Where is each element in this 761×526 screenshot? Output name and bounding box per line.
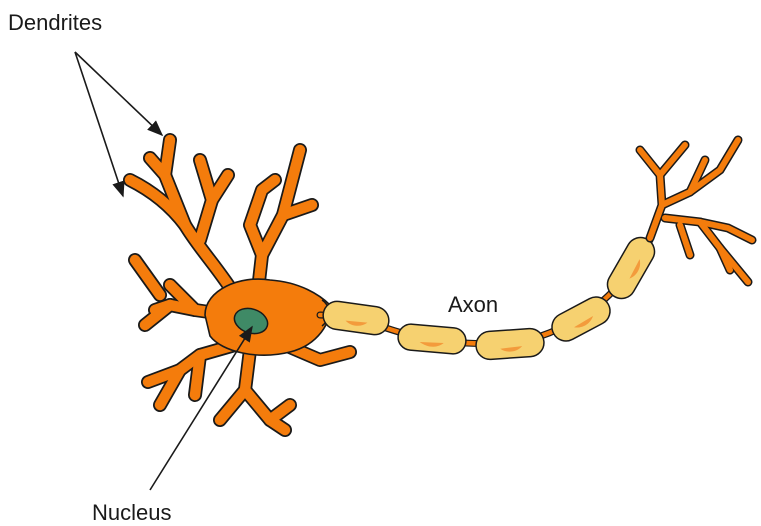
axon-terminals [640, 140, 752, 282]
myelin-sheath [397, 323, 467, 355]
myelin-sheath [602, 232, 659, 303]
axon-label: Axon [448, 292, 498, 317]
myelin-sheath [475, 328, 545, 361]
cell-body [205, 279, 330, 355]
nucleus-label: Nucleus [92, 500, 171, 525]
myelin-sheath [547, 292, 615, 346]
dendrites-label: Dendrites [8, 10, 102, 35]
dendrites-arrow-lower [75, 52, 123, 196]
myelin-sheath [321, 300, 390, 337]
